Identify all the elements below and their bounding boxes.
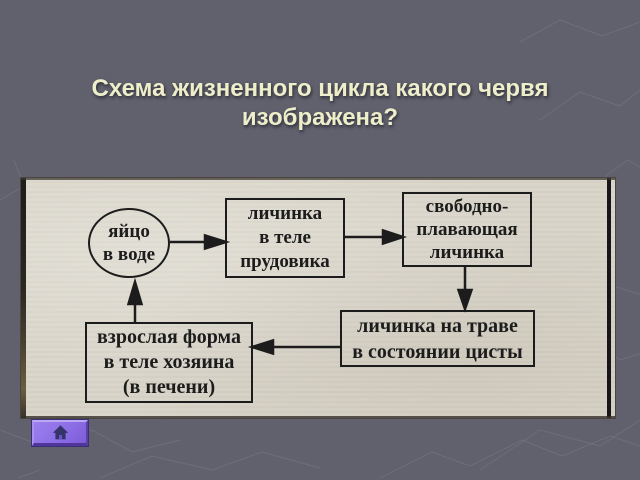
- node-line: в состоянии цисты: [352, 340, 523, 363]
- node-line: личинка: [247, 203, 323, 224]
- node-adult-in-host: взрослая форма в теле хозяина (в печени): [85, 322, 253, 403]
- home-icon: [52, 425, 68, 440]
- node-line: (в печени): [122, 376, 216, 398]
- scan-edge-top: [21, 178, 615, 180]
- scan-edge-bottom: [21, 416, 615, 418]
- arrow-free-larva-to-cyst-larva: [456, 267, 474, 313]
- scan-edge-left: [21, 178, 26, 418]
- node-egg-in-water: яйцо в воде: [88, 208, 170, 278]
- slide-title: Схема жизненного цикла какого червя изоб…: [91, 75, 549, 131]
- node-line: в теле: [259, 227, 311, 248]
- node-line: в теле хозяина: [103, 351, 235, 373]
- arrow-adult-to-egg: [126, 277, 144, 322]
- node-larva-cyst-on-grass: личинка на траве в состоянии цисты: [340, 310, 535, 367]
- node-line: в воде: [102, 244, 156, 265]
- arrow-snail-larva-to-free-larva: [345, 228, 408, 246]
- node-larva-in-snail: личинка в теле прудовика: [225, 198, 345, 278]
- scan-edge-right: [607, 178, 611, 418]
- node-line: личинка на траве: [357, 314, 518, 337]
- arrow-egg-to-snail-larva: [170, 233, 231, 251]
- arrow-cyst-larva-to-adult: [247, 338, 340, 356]
- node-line: свободно-: [425, 196, 509, 217]
- home-button[interactable]: [32, 420, 88, 446]
- node-line: прудовика: [240, 251, 330, 272]
- node-free-swimming-larva: свободно- плавающая личинка: [402, 192, 532, 267]
- node-line: взрослая форма: [96, 326, 242, 348]
- node-line: яйцо: [108, 221, 150, 242]
- scanned-diagram: яйцо в воде личинка в теле прудовика сво…: [21, 178, 615, 418]
- node-line: плавающая: [416, 219, 518, 240]
- node-line: личинка: [429, 242, 505, 263]
